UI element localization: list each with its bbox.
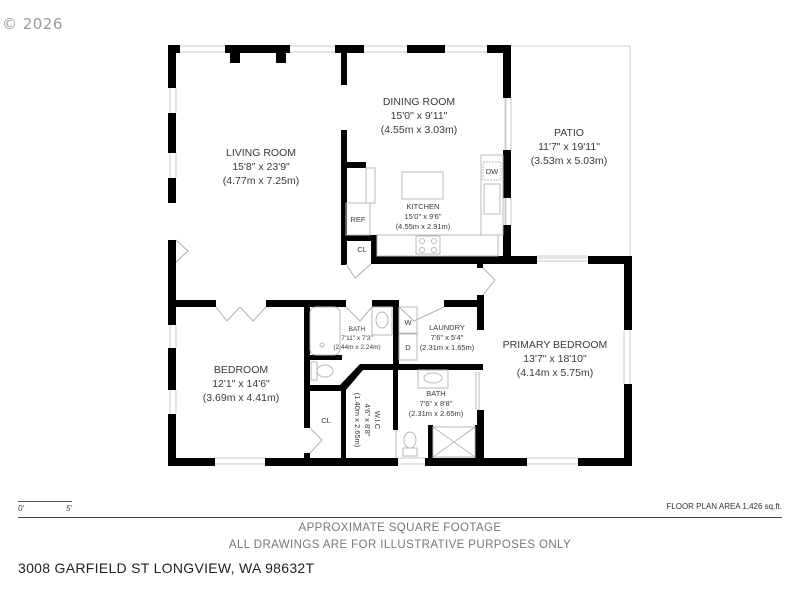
- kitchen-dims-m: (4.55m x 2.91m): [396, 222, 451, 231]
- bath2-dims-ft: 7'6" x 8'8": [420, 399, 453, 408]
- kitchen-name: KITCHEN: [407, 202, 440, 211]
- bedroom-name: BEDROOM: [214, 364, 268, 376]
- counter-right: [480, 154, 504, 236]
- wic-name: W.I.C: [373, 411, 382, 430]
- refrigerator: [345, 202, 371, 236]
- windows: [169, 45, 631, 465]
- doors: [175, 239, 496, 454]
- toilet-2: [402, 447, 418, 457]
- ref-label: REF: [351, 215, 366, 224]
- laundry-dims-m: (2.31m x 1.65m): [420, 343, 475, 352]
- floor-plan: LIVING ROOM 15'8" x 23'9" (4.77m x 7.25m…: [168, 45, 632, 466]
- kitchen-sink: [483, 183, 501, 215]
- property-address: 3008 GARFIELD ST LONGVIEW, WA 98632T: [18, 560, 315, 576]
- divider: [18, 517, 782, 518]
- shower: [432, 426, 476, 458]
- kitchen-island: [401, 171, 444, 200]
- disclaimer-line-2: ALL DRAWINGS ARE FOR ILLUSTRATIVE PURPOS…: [228, 539, 572, 551]
- primary-bedroom-dims-m: (4.14m x 5.75m): [517, 367, 593, 379]
- dw-label: DW: [486, 167, 499, 176]
- patio-dims-m: (3.53m x 5.03m): [531, 155, 607, 167]
- washer-label: W: [404, 318, 412, 327]
- laundry-dims-ft: 7'6" x 5'4": [431, 333, 464, 342]
- bath2-sink: [417, 369, 449, 389]
- laundry-name: LAUNDRY: [429, 323, 465, 332]
- bedroom-dims-m: (3.69m x 4.41m): [203, 392, 279, 404]
- room-labels: LIVING ROOM 15'8" x 23'9" (4.77m x 7.25m…: [203, 96, 608, 448]
- washer: [398, 306, 418, 334]
- kitchen-dims-ft: 15'0" x 9'6": [405, 212, 442, 221]
- counter-bottom: [376, 234, 499, 257]
- wic-dims-m: (1.40m x 2.65m): [353, 393, 362, 448]
- dining-room-dims-m: (4.55m x 3.03m): [381, 124, 457, 136]
- bath2-dims-m: (2.31m x 2.65m): [409, 409, 464, 418]
- scale-line: [18, 501, 72, 505]
- bath1-dims-ft: 7'11" x 7'3": [341, 335, 373, 342]
- bath2-name: BATH: [426, 389, 445, 398]
- dining-room-dims-ft: 15'0" x 9'11": [391, 110, 448, 122]
- bath1-sink: [371, 306, 393, 336]
- patio-dims-ft: 11'7" x 19'11": [538, 141, 600, 153]
- bedroom-dims-ft: 12'1" x 14'6": [212, 378, 270, 390]
- floor-plan-area: FLOOR PLAN AREA 1,426 sq.ft.: [666, 502, 782, 511]
- disclaimer-line-1: APPROXIMATE SQUARE FOOTAGE: [298, 522, 502, 534]
- dryer: [398, 333, 418, 361]
- primary-bedroom-dims-ft: 13'7" x 18'10": [523, 353, 587, 365]
- primary-bedroom-name: PRIMARY BEDROOM: [503, 339, 608, 351]
- bath1-name: BATH: [349, 326, 366, 333]
- toilet-1: [310, 361, 318, 381]
- wic-dims-ft: 4'6" x 8'8": [363, 404, 372, 437]
- counter-left: [365, 167, 376, 204]
- bathtub: [309, 306, 341, 356]
- dishwasher: [482, 161, 502, 181]
- scale-end: 5': [66, 504, 72, 513]
- living-room-dims-m: (4.77m x 7.25m): [223, 175, 299, 187]
- living-room-dims-ft: 15'8" x 23'9": [232, 161, 290, 173]
- patio-name: PATIO: [554, 127, 584, 139]
- fixtures: [309, 154, 504, 458]
- scale-start: 0': [18, 504, 24, 513]
- walls: [168, 45, 632, 466]
- closet-label-bedroom: CL: [321, 416, 331, 425]
- dining-room-name: DINING ROOM: [383, 96, 455, 108]
- copyright-text: © 2026: [2, 15, 63, 33]
- living-room-name: LIVING ROOM: [226, 147, 296, 159]
- stove: [415, 235, 441, 255]
- bath1-dims-m: (2.44m x 2.24m): [333, 344, 380, 351]
- closet-label-kitchen: CL: [357, 245, 367, 254]
- scale-bar: 0' 5': [18, 498, 74, 514]
- dryer-label: D: [405, 343, 411, 352]
